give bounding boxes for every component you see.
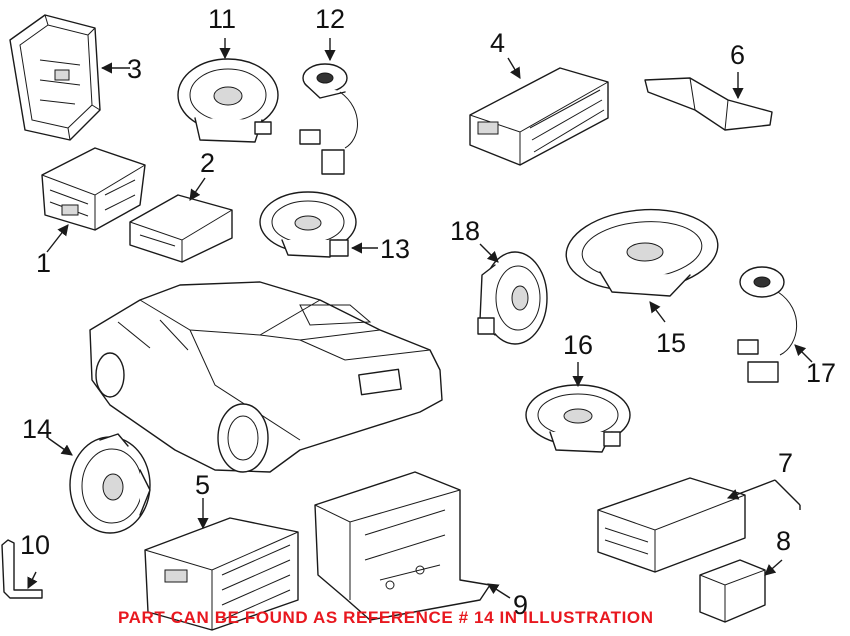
part-17-tweeter-harness bbox=[737, 266, 798, 383]
callout-10: 10 bbox=[20, 530, 51, 560]
callout-6: 6 bbox=[730, 40, 746, 70]
car-illustration bbox=[89, 281, 443, 473]
callout-14: 14 bbox=[22, 414, 53, 444]
part-14-speaker bbox=[69, 433, 151, 534]
part-7-cd-changer bbox=[597, 477, 746, 573]
part-5-amplifier bbox=[144, 517, 299, 631]
callout-12: 12 bbox=[315, 4, 346, 34]
callout-8: 8 bbox=[776, 526, 792, 556]
part-11-speaker bbox=[177, 58, 279, 143]
part-2-cd-unit bbox=[129, 194, 233, 263]
callout-16: 16 bbox=[563, 330, 594, 360]
part-10-clip bbox=[1, 539, 43, 599]
reference-note: PART CAN BE FOUND AS REFERENCE # 14 IN I… bbox=[118, 608, 654, 627]
callout-3: 3 bbox=[127, 54, 143, 84]
part-13-speaker bbox=[259, 191, 357, 258]
callout-17: 17 bbox=[806, 358, 837, 388]
callout-5: 5 bbox=[195, 470, 211, 500]
part-3-mounting-bracket bbox=[9, 14, 101, 141]
callout-11: 11 bbox=[208, 4, 237, 34]
callout-13: 13 bbox=[380, 234, 411, 264]
part-4-amplifier bbox=[469, 67, 609, 166]
callout-18: 18 bbox=[450, 216, 481, 246]
callout-9: 9 bbox=[513, 590, 529, 620]
part-1-radio-chassis bbox=[41, 147, 146, 231]
callout-4: 4 bbox=[490, 28, 506, 58]
part-15-oval-speaker bbox=[565, 208, 719, 297]
part-8-module bbox=[699, 559, 766, 623]
callout-1: 1 bbox=[36, 248, 52, 278]
callout-7: 7 bbox=[778, 448, 794, 478]
callout-2: 2 bbox=[200, 148, 216, 178]
part-9-mounting-tray bbox=[314, 471, 491, 621]
callout-15: 15 bbox=[656, 328, 687, 358]
part-6-bracket bbox=[644, 77, 773, 131]
part-18-speaker bbox=[477, 251, 548, 345]
part-12-tweeter-harness bbox=[299, 63, 358, 175]
part-16-speaker bbox=[525, 384, 631, 453]
